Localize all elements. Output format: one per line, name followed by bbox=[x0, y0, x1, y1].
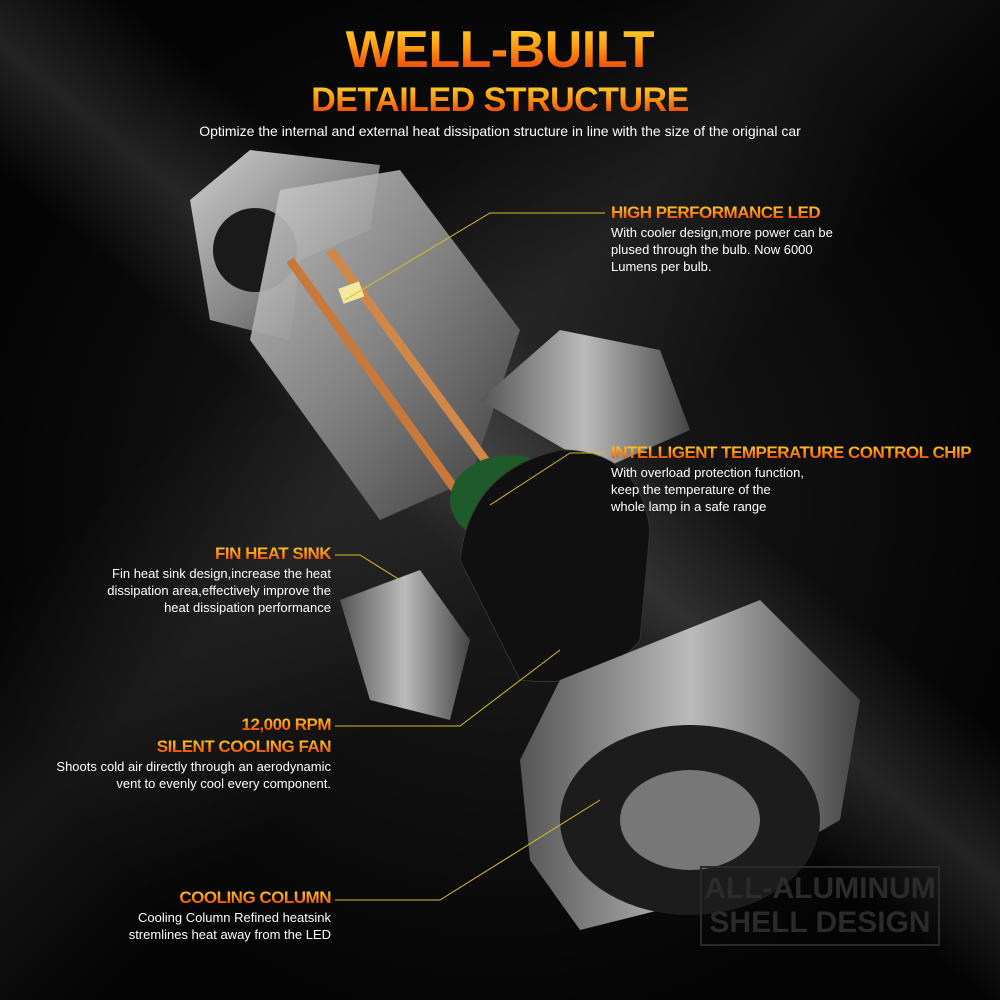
title-text: WELL-BUILT bbox=[345, 21, 655, 79]
subtitle-text: DETAILED STRUCTURE bbox=[311, 81, 689, 119]
callout-cooling-column: COOLING COLUMN Cooling Column Refined he… bbox=[128, 887, 332, 943]
heat-pipe bbox=[286, 257, 474, 513]
callout-line: With overload protection function, bbox=[611, 465, 804, 480]
callout-temperature-chip: INTELLIGENT TEMPERATURE CONTROL CHIP Wit… bbox=[611, 442, 972, 515]
aluminum-shell-stamp: ALL-ALUMINUM SHELL DESIGN bbox=[700, 866, 940, 946]
page-subtitle: DETAILED STRUCTURE bbox=[0, 80, 1000, 120]
callout-title: FIN HEAT SINK bbox=[215, 544, 331, 563]
callout-line: Cooling Column Refined heatsink bbox=[138, 910, 331, 925]
led-chip bbox=[338, 281, 365, 304]
led-board bbox=[250, 170, 520, 520]
callout-high-performance-led: HIGH PERFORMANCE LED With cooler design,… bbox=[611, 202, 833, 275]
callout-title: 12,000 RPM bbox=[241, 715, 332, 734]
callout-title: INTELLIGENT TEMPERATURE CONTROL CHIP bbox=[611, 443, 972, 462]
callout-line: Shoots cold air directly through an aero… bbox=[56, 759, 331, 774]
leader-lines bbox=[335, 212, 605, 901]
stamp-line: ALL-ALUMINUM bbox=[704, 872, 936, 905]
tagline: Optimize the internal and external heat … bbox=[199, 123, 801, 139]
upper-fins bbox=[480, 330, 690, 470]
callout-line: keep the temperature of the bbox=[611, 482, 771, 497]
callout-line: dissipation area,effectively improve the bbox=[107, 583, 331, 598]
callout-line: heat dissipation performance bbox=[164, 600, 331, 615]
callout-line: vent to evenly cool every component. bbox=[116, 776, 331, 791]
callout-line: With cooler design,more power can be bbox=[611, 225, 833, 240]
callout-title: SILENT COOLING FAN bbox=[156, 737, 332, 756]
stamp-line: SHELL DESIGN bbox=[709, 906, 931, 939]
callout-title: HIGH PERFORMANCE LED bbox=[611, 203, 821, 222]
callout-line: stremlines heat away from the LED bbox=[128, 927, 331, 942]
callout-fin-heat-sink: FIN HEAT SINK Fin heat sink design,incre… bbox=[107, 543, 331, 616]
callout-line: Fin heat sink design,increase the heat bbox=[112, 566, 331, 581]
callout-title: COOLING COLUMN bbox=[179, 888, 331, 907]
callout-line: plused through the bulb. Now 6000 bbox=[611, 242, 813, 257]
page-title: WELL-BUILT bbox=[0, 20, 1000, 80]
callout-line: whole lamp in a safe range bbox=[611, 499, 767, 514]
callout-line: Lumens per bulb. bbox=[611, 259, 712, 274]
fin-heat-sink bbox=[340, 570, 470, 720]
callout-cooling-fan: 12,000 RPM SILENT COOLING FAN Shoots col… bbox=[56, 714, 331, 792]
